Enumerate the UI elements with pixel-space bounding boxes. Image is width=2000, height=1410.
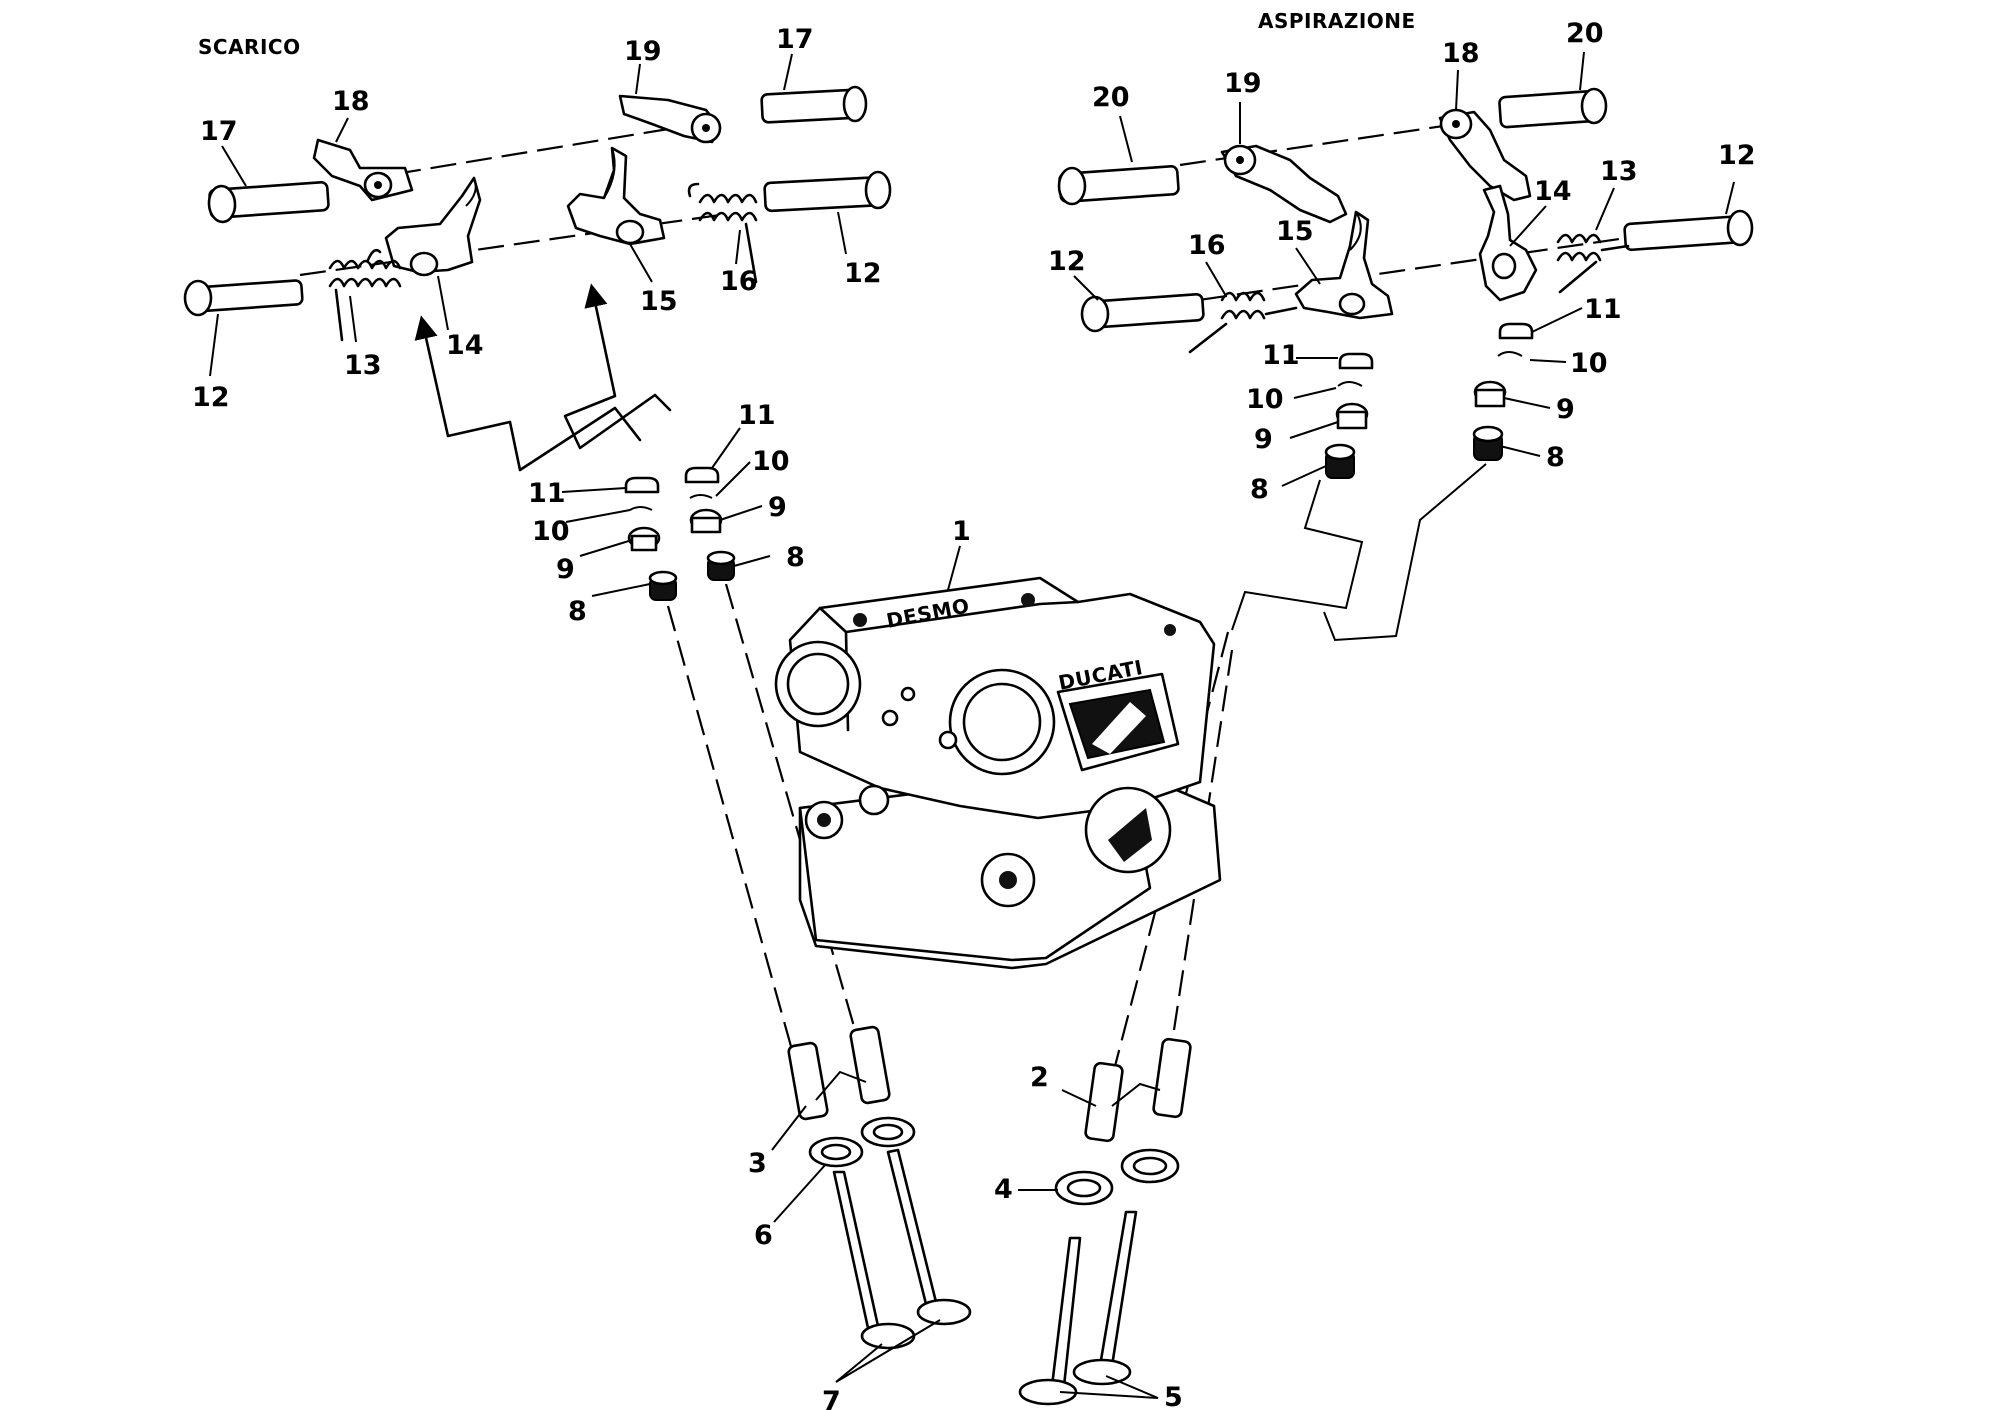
label-ex-13: 13 [344,350,382,381]
in-shaft-12-left [1080,293,1205,333]
in-valve-left [1018,1236,1082,1406]
label-in-20-right: 20 [1566,18,1604,49]
label-ex-11-left: 11 [528,478,566,509]
label-head-1: 1 [952,516,971,547]
label-ex-3: 3 [748,1148,767,1179]
ex-arrow-left [414,315,642,472]
label-ex-14: 14 [446,330,484,361]
label-in-20-left: 20 [1092,82,1130,113]
ex-rocker-15 [566,146,666,246]
label-in-4: 4 [994,1174,1013,1205]
in-rocker-19 [1220,144,1348,224]
in-washer-right [1120,1148,1180,1184]
in-connector-left [1231,479,1364,631]
in-spring-16 [1188,291,1298,354]
ex-guide-connector [815,1070,867,1101]
label-ex-10-right: 10 [752,446,790,477]
label-in-12-left: 12 [1048,246,1086,277]
in-rocker-18 [1438,108,1532,202]
in-valve-right [1072,1210,1138,1386]
in-spring-13 [1556,233,1630,294]
ex-shaft-12-left [183,279,304,317]
label-in-9-left: 9 [1254,424,1273,455]
in-shaft-20-right [1498,87,1608,129]
exhaust-shaft-axis [394,121,706,176]
label-in-8-right: 8 [1546,442,1565,473]
label-ex-8-right: 8 [786,542,805,573]
in-rocker-14 [1478,184,1538,302]
ex-valve-train-left [624,476,678,601]
leader-lines [209,51,1735,1399]
intake-shaft-axis [1179,123,1451,167]
label-in-13: 13 [1600,156,1638,187]
intake-lower-axis [1129,234,1641,312]
label-ex-8-left: 8 [568,596,587,627]
exhaust-caption: SCARICO [198,35,301,59]
label-ex-11-right: 11 [738,400,776,431]
in-connector-right [1323,463,1487,642]
ex-shaft-12-right [763,170,892,213]
ex-axis-left [666,605,794,1051]
intake-caption: ASPIRAZIONE [1258,9,1416,33]
label-ex-10-left: 10 [532,516,570,547]
in-valve-guide-right [1152,1037,1192,1119]
label-in-14: 14 [1534,176,1572,207]
label-ex-12-left: 12 [192,382,230,413]
label-ex-9-left: 9 [556,554,575,585]
label-ex-7: 7 [822,1386,841,1410]
in-shaft-12-right [1623,209,1754,252]
label-ex-9-right: 9 [768,492,787,523]
in-rocker-15 [1294,210,1394,320]
ex-axis-right [724,583,857,1031]
in-washer-left [1054,1170,1114,1206]
label-in-12-right: 12 [1718,140,1756,171]
label-in-2: 2 [1030,1062,1049,1093]
label-ex-12-right: 12 [844,258,882,289]
cylinder-head-casting: DESMO DUCATI [774,576,1222,970]
ex-rocker-19 [618,94,722,144]
label-ex-17-left: 17 [200,116,238,147]
label-in-11-left: 11 [1262,340,1300,371]
label-in-15: 15 [1276,216,1314,247]
label-in-16: 16 [1188,230,1226,261]
label-ex-15: 15 [640,286,678,317]
ex-shaft-17-right [760,85,868,124]
ex-spring-16 [687,182,758,284]
label-ex-17-right: 17 [776,24,814,55]
in-valve-train-right [1472,322,1534,461]
label-ex-19: 19 [624,36,662,67]
ex-arrow-right [563,283,672,450]
ex-washer-right [860,1116,916,1148]
ex-valve-guide-right [849,1025,891,1105]
label-in-10-left: 10 [1246,384,1284,415]
in-shaft-20-left [1057,165,1180,206]
label-in-10-right: 10 [1570,348,1608,379]
label-ex-16: 16 [720,266,758,297]
part-labels: 17 18 19 17 12 13 14 15 16 12 11 10 9 8 … [192,18,1756,1410]
ex-valve-left [832,1170,916,1350]
ex-valve-right [886,1148,972,1326]
label-in-18: 18 [1442,38,1480,69]
label-ex-18: 18 [332,86,370,117]
ex-shaft-17-left [207,181,330,224]
ex-valve-train-right [684,466,736,581]
in-valve-train-left [1324,352,1374,479]
in-valve-guide-left [1084,1061,1124,1143]
in-guide-connector [1111,1082,1161,1107]
label-in-19: 19 [1224,68,1262,99]
ex-washer-left [808,1136,864,1168]
label-in-11-right: 11 [1584,294,1622,325]
ex-rocker-18 [312,138,414,202]
label-in-9-right: 9 [1556,394,1575,425]
label-ex-6: 6 [754,1220,773,1251]
label-in-8-left: 8 [1250,474,1269,505]
ex-valve-guide-left [787,1041,829,1121]
ex-rocker-14 [384,176,482,277]
label-in-5: 5 [1164,1382,1183,1410]
ex-spring-13 [328,248,402,342]
